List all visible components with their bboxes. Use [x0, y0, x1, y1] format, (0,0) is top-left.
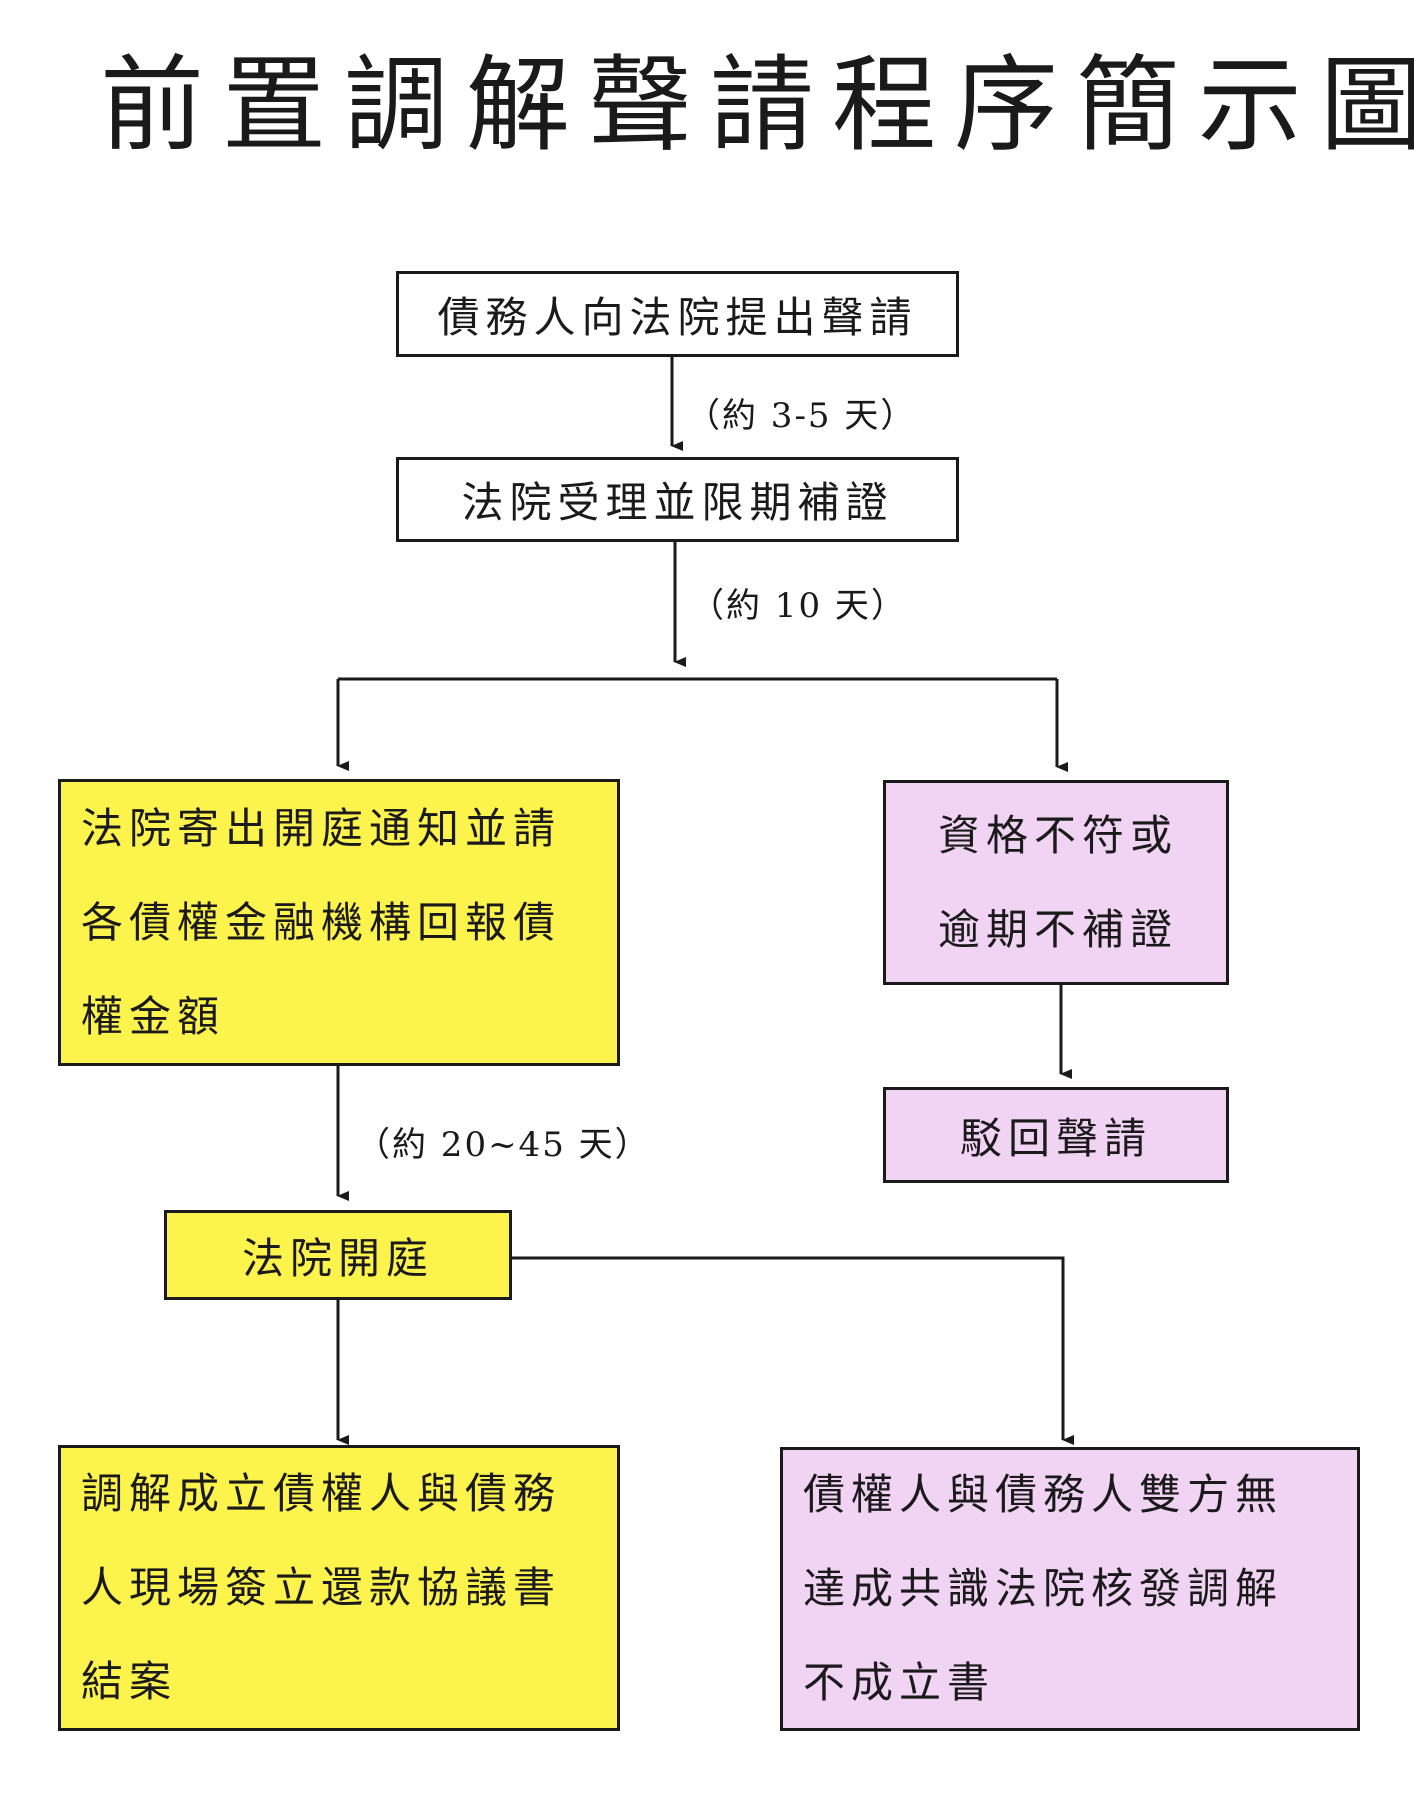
step-reject-text: 駁回聲請 [959, 1113, 1152, 1163]
step-notify-box: 法院寄出開庭通知並請 各債權金融機構回報債 權金額 [58, 779, 620, 1066]
step-submit-text: 債務人向法院提出聲請 [437, 292, 918, 342]
step-submit-box: 債務人向法院提出聲請 [396, 271, 959, 357]
step-unqualified-box: 資格不符或 逾期不補證 [883, 780, 1229, 985]
step-unqualified-line-2: 逾期不補證 [937, 904, 1178, 954]
duration-label-3: （約 20~45 天） [356, 1125, 651, 1165]
step-reject-box: 駁回聲請 [883, 1087, 1229, 1183]
step-failure-line-2: 達成共識法院核發調解 [803, 1564, 1284, 1613]
step-success-line-1: 調解成立債權人與債務 [81, 1469, 562, 1518]
step-notify-line-1: 法院寄出開庭通知並請 [81, 803, 562, 853]
step-hearing-text: 法院開庭 [241, 1233, 434, 1283]
step-accept-text: 法院受理並限期補證 [461, 478, 894, 527]
step-success-line-2: 人現場簽立還款協議書 [81, 1563, 562, 1612]
step-success-box: 調解成立債權人與債務 人現場簽立還款協議書 結案 [58, 1445, 620, 1731]
step-failure-line-1: 債權人與債務人雙方無 [803, 1470, 1284, 1519]
step-notify-line-2: 各債權金融機構回報債 [81, 897, 562, 947]
page-title: 前置調解聲請程序簡示圖 [100, 44, 1414, 166]
step-hearing-box: 法院開庭 [164, 1210, 512, 1300]
step-unqualified-line-1: 資格不符或 [937, 810, 1178, 860]
duration-label-2: （約 10 天） [690, 586, 907, 626]
step-failure-box: 債權人與債務人雙方無 達成共識法院核發調解 不成立書 [780, 1447, 1360, 1731]
arrow-hearing-to-failure [511, 1256, 1074, 1445]
step-success-line-3: 結案 [81, 1657, 178, 1706]
step-notify-line-3: 權金額 [81, 991, 226, 1041]
step-accept-box: 法院受理並限期補證 [396, 457, 959, 542]
duration-label-1: （約 3-5 天） [686, 396, 917, 436]
step-failure-line-3: 不成立書 [803, 1658, 996, 1707]
